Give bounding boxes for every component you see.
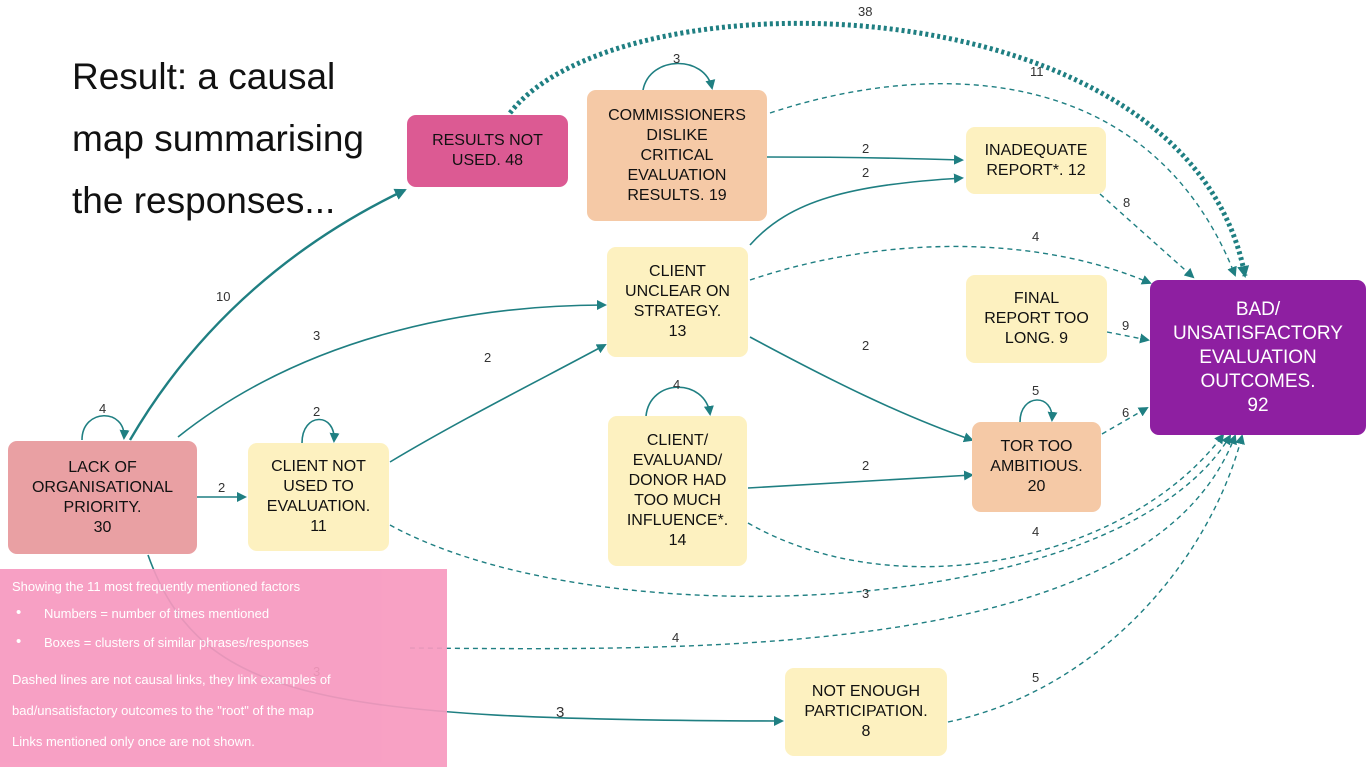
page-title: Result: a causal map summarising the res… [72, 56, 364, 221]
node-client-not-used: CLIENT NOT USED TO EVALUATION. 11 [248, 443, 389, 551]
node-bad-outcomes: BAD/ UNSATISFACTORY EVALUATION OUTCOMES.… [1150, 280, 1366, 435]
edge-final-to-bad [1106, 331, 1150, 344]
loop-influence [645, 386, 714, 417]
label-final-to-bad: 9 [1122, 318, 1129, 333]
node-results-not-used: RESULTS NOT USED. 48 [407, 115, 568, 187]
node-final-report-too-long: FINAL REPORT TOO LONG. 9 [966, 275, 1107, 363]
label-comm-loop: 3 [673, 51, 680, 66]
edge-lack-to-bad [409, 434, 1237, 650]
label-notused-to-unclear: 2 [484, 350, 491, 365]
edge-influence-to-bad [747, 433, 1225, 568]
label-influence-to-tor: 2 [862, 458, 869, 473]
loop-lack [81, 415, 130, 441]
label-inadequate-to-bad: 8 [1123, 195, 1130, 210]
label-lack-to-unclear: 3 [313, 328, 320, 343]
node-client-unclear: CLIENT UNCLEAR ON STRATEGY. 13 [607, 247, 748, 357]
edge-influence-to-tor [747, 470, 974, 489]
label-comm-to-inadequate: 2 [862, 141, 869, 156]
label-influence-to-bad: 4 [1032, 524, 1039, 539]
edge-lack-to-results [128, 188, 407, 441]
label-tor-to-bad: 6 [1122, 405, 1129, 420]
label-lack-loop: 4 [99, 401, 106, 416]
edge-results-to-bad [508, 20, 1250, 278]
edge-notused-to-bad [389, 434, 1232, 598]
legend-heading: Showing the 11 most frequently mentioned… [12, 579, 301, 594]
edge-unclear-to-tor [749, 336, 974, 443]
edge-unclear-to-bad [749, 245, 1152, 285]
loop-tor [1019, 399, 1058, 423]
node-client-influence: CLIENT/ EVALUAND/ DONOR HAD TOO MUCH INF… [608, 416, 747, 566]
edge-unclear-to-inadequate [749, 173, 964, 246]
edge-inadequate-to-bad [1099, 193, 1195, 279]
label-results-to-bad: 38 [858, 4, 872, 19]
legend-bullet: Numbers = number of times mentioned [12, 604, 435, 621]
legend-panel: Showing the 11 most frequently mentioned… [0, 569, 447, 767]
node-commissioners-dislike: COMMISSIONERS DISLIKE CRITICAL EVALUATIO… [587, 90, 767, 221]
loop-notused [301, 418, 340, 444]
label-participation-to-bad: 5 [1032, 670, 1039, 685]
node-not-enough-participation: NOT ENOUGH PARTICIPATION. 8 [785, 668, 947, 756]
label-unclear-to-inadequate: 2 [862, 165, 869, 180]
label-comm-to-bad: 11 [1030, 64, 1044, 79]
edge-notused-to-unclear [389, 344, 607, 463]
loop-commissioners [642, 62, 716, 91]
legend-note: Links mentioned only once are not shown. [12, 734, 255, 749]
label-lack-to-results: 10 [216, 289, 230, 304]
label-unclear-to-bad: 4 [1032, 229, 1039, 244]
label-notused-loop: 2 [313, 404, 320, 419]
legend-bullet: Boxes = clusters of similar phrases/resp… [12, 633, 435, 650]
legend-note: bad/unsatisfactory outcomes to the "root… [12, 703, 314, 718]
edge-comm-to-inadequate [766, 154, 964, 165]
label-influence-loop: 4 [673, 377, 680, 392]
label-notused-to-bad: 3 [862, 586, 869, 601]
label-lack-to-participation: 3 [556, 704, 564, 721]
label-tor-loop: 5 [1032, 383, 1039, 398]
node-inadequate-report: INADEQUATE REPORT*. 12 [966, 127, 1106, 194]
node-tor-too-ambitious: TOR TOO AMBITIOUS. 20 [972, 422, 1101, 512]
legend-note: Dashed lines are not causal links, they … [12, 672, 331, 687]
node-lack-of-priority: LACK OF ORGANISATIONAL PRIORITY. 30 [8, 441, 197, 554]
label-lack-to-bad: 4 [672, 630, 679, 645]
legend-list: Numbers = number of times mentioned Boxe… [12, 604, 435, 650]
edge-lack-to-unclear [177, 300, 607, 438]
label-unclear-to-tor: 2 [862, 338, 869, 353]
edge-comm-to-bad [769, 83, 1237, 277]
label-lack-to-notused: 2 [218, 480, 225, 495]
